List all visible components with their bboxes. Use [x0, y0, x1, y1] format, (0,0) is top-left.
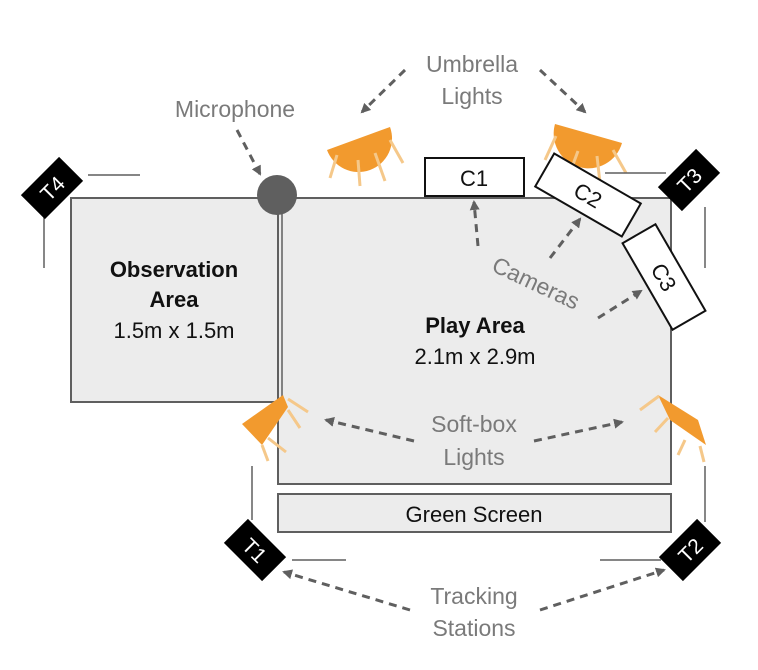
microphone-label: Microphone	[175, 96, 295, 122]
observation-area-title-line1: Observation	[110, 257, 238, 282]
play-area-size: 2.1m x 2.9m	[414, 344, 535, 369]
softbox-light-right-icon	[639, 394, 706, 463]
observation-area-title-line2: Area	[150, 287, 200, 312]
softbox-arrow-left	[324, 416, 415, 443]
softbox-lights-label-line2: Lights	[443, 444, 504, 470]
umbrella-arrow-right	[538, 68, 587, 114]
green-screen-label: Green Screen	[406, 502, 543, 527]
camera-c3: C3	[621, 222, 707, 332]
umbrella-lights-label-line2: Lights	[441, 83, 502, 109]
umbrella-lights-label-line1: Umbrella	[426, 51, 518, 77]
svg-text:C1: C1	[460, 166, 488, 191]
softbox-arrow-right	[533, 418, 624, 443]
softbox-lights-label-line1: Soft-box	[431, 411, 517, 437]
camera-arrow-c1	[469, 200, 480, 247]
tracker-t1: T1	[223, 518, 287, 582]
camera-c2: C2	[533, 152, 643, 238]
tracking-arrow-left	[282, 569, 411, 612]
microphone-arrow	[235, 129, 262, 176]
play-area	[277, 197, 672, 485]
umbrella-light-left-icon	[327, 127, 405, 187]
tracking-arrow-right	[539, 567, 666, 612]
umbrella-arrow-left	[360, 68, 407, 114]
observation-area	[70, 197, 279, 403]
camera-c1: C1	[424, 157, 525, 197]
play-area-title: Play Area	[425, 313, 525, 338]
observation-area-size: 1.5m x 1.5m	[113, 318, 234, 343]
softbox-light-left-icon	[242, 395, 309, 462]
tracking-stations-label-line1: Tracking	[430, 583, 517, 609]
camera-arrow-c3	[597, 289, 643, 320]
tracker-stands	[43, 172, 706, 561]
tracking-stations-label-line2: Stations	[432, 615, 515, 641]
microphone-icon	[257, 175, 297, 215]
green-screen	[277, 493, 672, 533]
